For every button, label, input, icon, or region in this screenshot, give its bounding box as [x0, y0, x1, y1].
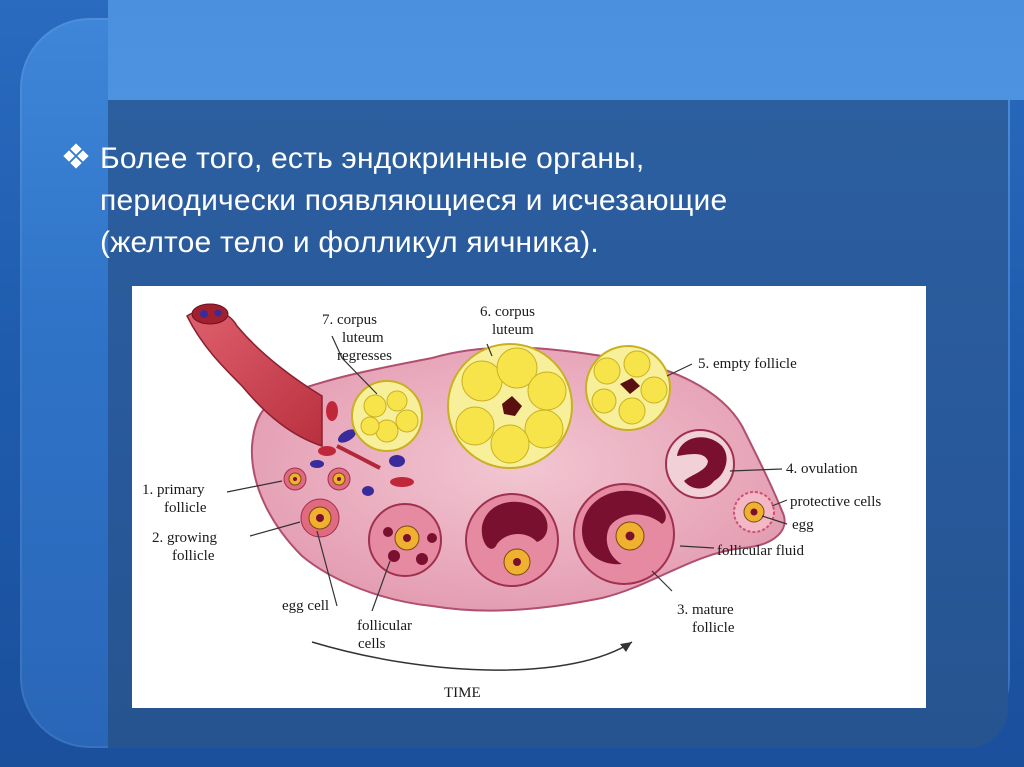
- label-follicular-cells-1: follicular: [357, 618, 412, 634]
- antral-follicle: [465, 493, 559, 587]
- corpus-luteum-regresses: [351, 380, 423, 452]
- primary-follicle: [327, 467, 351, 491]
- label-egg-cell: egg cell: [282, 598, 329, 614]
- label-primary-follicle-1: 1. primary: [142, 482, 205, 498]
- ovary-diagram: 7. corpus luteum regresses 6. corpus lut…: [132, 286, 926, 708]
- bullet-text-line-3: (желтое тело и фолликул яичника).: [100, 226, 599, 259]
- empty-follicle: [585, 345, 671, 431]
- released-egg: [733, 491, 775, 533]
- label-growing-follicle-2: follicle: [172, 548, 215, 564]
- bullet-text-line-1: Более того, есть эндокринные органы,: [100, 142, 645, 175]
- leader-lines: [226, 335, 788, 612]
- diamond-bullet-icon: [63, 143, 89, 169]
- ovulating-follicle: [665, 429, 735, 499]
- vessel-cell: [200, 310, 208, 318]
- mature-follicle: [573, 483, 675, 585]
- label-corpus-luteum-1: 6. corpus: [480, 304, 535, 320]
- label-egg: egg: [792, 517, 814, 533]
- bullet-text-block: Более того, есть эндокринные органы, пер…: [62, 138, 942, 264]
- vessel-cell: [214, 309, 222, 317]
- blood-vessel: [186, 309, 323, 448]
- label-ovulation: 4. ovulation: [786, 461, 858, 477]
- bullet-text-line-2: периодически появляющиеся и исчезающие: [100, 184, 728, 217]
- stromal-vessels: [310, 401, 414, 496]
- label-protective-cells: protective cells: [790, 494, 881, 510]
- label-follicular-fluid: follicular fluid: [717, 543, 805, 559]
- label-time: TIME: [444, 685, 481, 701]
- vessel-lumen: [191, 303, 229, 325]
- time-arrow-head: [620, 642, 632, 652]
- label-mature-follicle-1: 3. mature: [677, 602, 734, 618]
- label-corpus-luteum-regresses-3: regresses: [337, 348, 392, 364]
- label-corpus-luteum-2: luteum: [492, 322, 534, 338]
- label-growing-follicle-1: 2. growing: [152, 530, 217, 546]
- label-corpus-luteum-regresses-2: luteum: [342, 330, 384, 346]
- ovary-diagram-svg: 7. corpus luteum regresses 6. corpus lut…: [142, 303, 881, 701]
- label-corpus-luteum-regresses-1: 7. corpus: [322, 312, 377, 328]
- label-empty-follicle: 5. empty follicle: [698, 356, 797, 372]
- growing-follicle: [300, 498, 340, 538]
- corpus-luteum: [447, 343, 573, 469]
- title-band: [108, 0, 1024, 100]
- time-arrow: [311, 641, 633, 671]
- label-primary-follicle-2: follicle: [164, 500, 207, 516]
- label-mature-follicle-2: follicle: [692, 620, 735, 636]
- follicle-with-cells: [368, 503, 442, 577]
- label-follicular-cells-2: cells: [358, 636, 386, 652]
- primary-follicle: [283, 467, 307, 491]
